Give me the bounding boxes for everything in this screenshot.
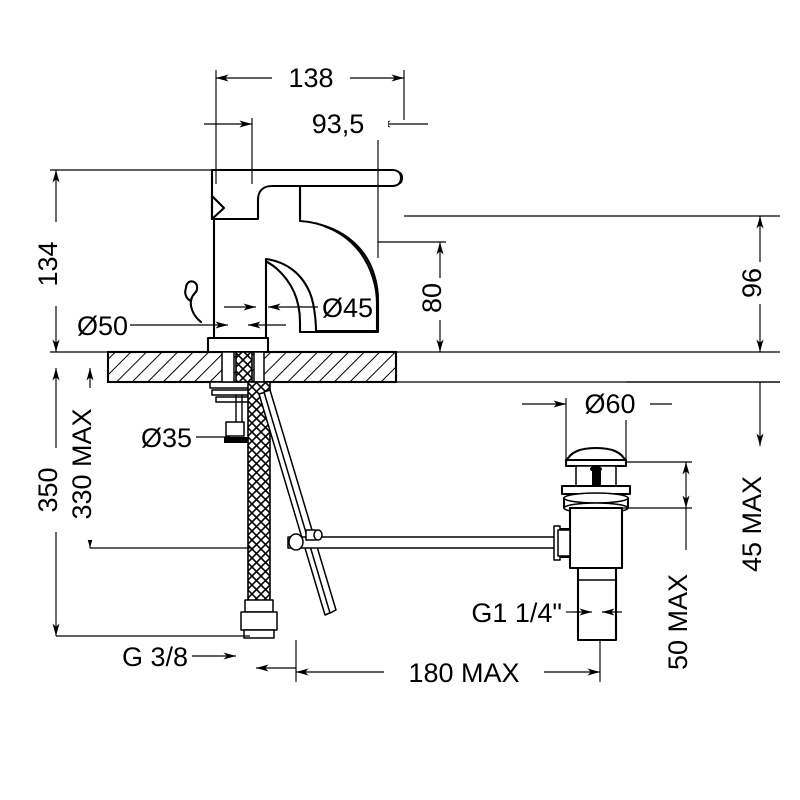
dim-drain-thread-g114: G1 1/4"	[471, 598, 622, 628]
dim-spout-height-80: 80	[378, 241, 456, 352]
dim-label-d50: Ø50	[77, 311, 128, 341]
dim-drain-flange-60: Ø60	[522, 386, 672, 462]
dim-drain-tail-50-max: 50 MAX	[663, 508, 704, 692]
dim-shank-diameter-35: Ø35	[141, 423, 230, 453]
dim-label-50-max: 50 MAX	[663, 574, 693, 670]
dim-label-138: 138	[288, 63, 333, 93]
dim-label-80: 80	[417, 283, 447, 313]
dim-base-diameter-50: Ø50	[77, 311, 286, 341]
dim-hose-total-350: 350	[33, 368, 250, 637]
dim-hose-max-330: 330 MAX	[67, 368, 250, 549]
dim-label-180-max: 180 MAX	[408, 658, 519, 688]
dim-label-d45: Ø45	[322, 293, 373, 323]
lever-handle	[210, 168, 404, 221]
supply-tube-secondary	[235, 394, 243, 423]
dim-handle-clearance-96: 96	[404, 215, 780, 352]
dim-body-diameter-45: Ø45	[224, 293, 373, 323]
flexible-supply-hose	[240, 381, 278, 639]
dim-overall-width-138: 138	[215, 62, 405, 184]
dim-label-d35: Ø35	[141, 423, 192, 453]
dim-label-96: 96	[737, 268, 767, 298]
pop-up-waste-drain	[557, 446, 632, 642]
pop-up-lift-rod-knob	[184, 280, 203, 324]
dim-label-330-max: 330 MAX	[67, 408, 97, 519]
dim-label-350: 350	[33, 467, 63, 512]
dim-label-45-max: 45 MAX	[737, 476, 767, 572]
dim-spout-reach-93-5: 93,5	[204, 106, 428, 258]
mounting-shank-assembly	[209, 351, 269, 443]
dim-label-d60: Ø60	[584, 389, 635, 419]
dim-rod-max-180: 180 MAX	[256, 640, 601, 690]
dim-drain-top-45-max: 45 MAX	[626, 381, 780, 592]
dim-label-134: 134	[33, 241, 63, 286]
dim-label-93-5: 93,5	[312, 109, 365, 139]
dim-label-g114: G1 1/4"	[471, 598, 562, 628]
dim-drain-cap-inner	[622, 461, 692, 509]
dim-overall-height-134: 134	[33, 169, 212, 352]
dim-supply-thread-g38: G 3/8	[122, 642, 236, 672]
dim-label-g38: G 3/8	[122, 642, 188, 672]
